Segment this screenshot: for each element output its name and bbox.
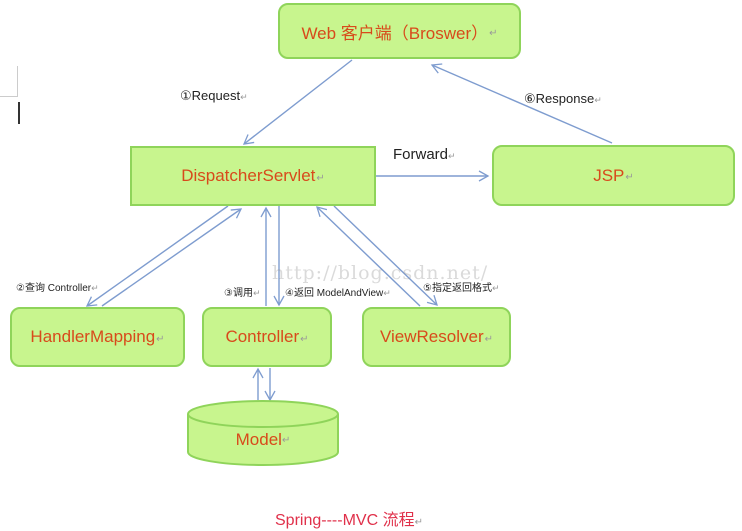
edge-label-forward-text: Forward xyxy=(393,146,449,163)
diagram-caption-text: Spring----MVC 流程 xyxy=(275,512,415,529)
edge-label-response-text: ⑥Response xyxy=(524,91,595,106)
paragraph-mark: ↵ xyxy=(281,435,291,446)
paragraph-mark: ↵ xyxy=(383,288,391,298)
arrow-resolver-to-dispatcher xyxy=(316,206,421,307)
node-handler-mapping-label: HandlerMapping xyxy=(30,327,156,346)
node-controller: Controller↵ xyxy=(202,307,332,367)
node-dispatcher-label: DispatcherServlet xyxy=(181,166,316,185)
paragraph-mark: ↵ xyxy=(484,333,493,345)
node-controller-label: Controller xyxy=(225,327,300,346)
paragraph-mark: ↵ xyxy=(252,288,261,298)
node-jsp-label: JSP xyxy=(593,165,625,185)
arrow-dispatcher-to-handler xyxy=(85,205,229,307)
text-cursor xyxy=(18,102,20,124)
paragraph-mark: ↵ xyxy=(414,517,423,528)
edge-label-query-controller-text: ②查询 Controller xyxy=(16,283,92,294)
paragraph-mark: ↵ xyxy=(316,172,325,184)
node-view-resolver-label: ViewResolver xyxy=(379,327,484,346)
paragraph-mark: ↵ xyxy=(625,172,634,183)
arrow-request xyxy=(242,59,353,145)
diagram-caption: Spring----MVC 流程↵ xyxy=(275,506,423,530)
edge-label-forward: Forward↵ xyxy=(393,146,456,163)
node-dispatcher-servlet: DispatcherServlet↵ xyxy=(130,146,376,206)
edge-label-invoke-text: ③调用 xyxy=(224,288,253,299)
edge-label-return-mav-text: ④返回 ModelAndView xyxy=(285,288,384,299)
paragraph-mark: ↵ xyxy=(300,333,309,345)
paragraph-mark: ↵ xyxy=(156,333,165,345)
paragraph-mark: ↵ xyxy=(240,92,248,102)
edge-label-view-format: ⑤指定返回格式↵ xyxy=(423,279,500,294)
paragraph-mark: ↵ xyxy=(491,283,500,293)
arrow-dispatcher-to-resolver xyxy=(333,205,438,306)
edge-label-invoke: ③调用↵ xyxy=(224,284,261,299)
paragraph-mark: ↵ xyxy=(91,283,99,293)
edge-label-response: ⑥Response↵ xyxy=(524,91,602,107)
edge-label-query-controller: ②查询 Controller↵ xyxy=(16,279,99,294)
paragraph-mark: ↵ xyxy=(594,95,602,105)
paragraph-mark: ↵ xyxy=(489,27,498,39)
model-cylinder xyxy=(187,400,339,466)
edge-label-request-text: ①Request xyxy=(180,88,241,103)
node-view-resolver: ViewResolver↵ xyxy=(362,307,511,367)
node-model-label: Model xyxy=(235,430,282,449)
edge-label-request: ①Request↵ xyxy=(180,88,248,104)
node-jsp: JSP↵ xyxy=(492,145,735,206)
node-web-client-label: Web 客户端（Broswer） xyxy=(301,23,489,43)
page-margin-marker xyxy=(0,66,18,97)
edge-label-return-modelandview: ④返回 ModelAndView↵ xyxy=(285,284,391,299)
watermark: http://blog.csdn.net/ xyxy=(272,262,489,284)
arrow-response xyxy=(430,63,613,144)
edge-label-view-format-text: ⑤指定返回格式 xyxy=(423,283,492,294)
node-handler-mapping: HandlerMapping↵ xyxy=(10,307,185,367)
node-model: Model↵ xyxy=(188,430,338,450)
node-web-client: Web 客户端（Broswer）↵ xyxy=(278,3,521,59)
paragraph-mark: ↵ xyxy=(448,151,456,161)
arrow-handler-to-dispatcher xyxy=(101,208,243,307)
